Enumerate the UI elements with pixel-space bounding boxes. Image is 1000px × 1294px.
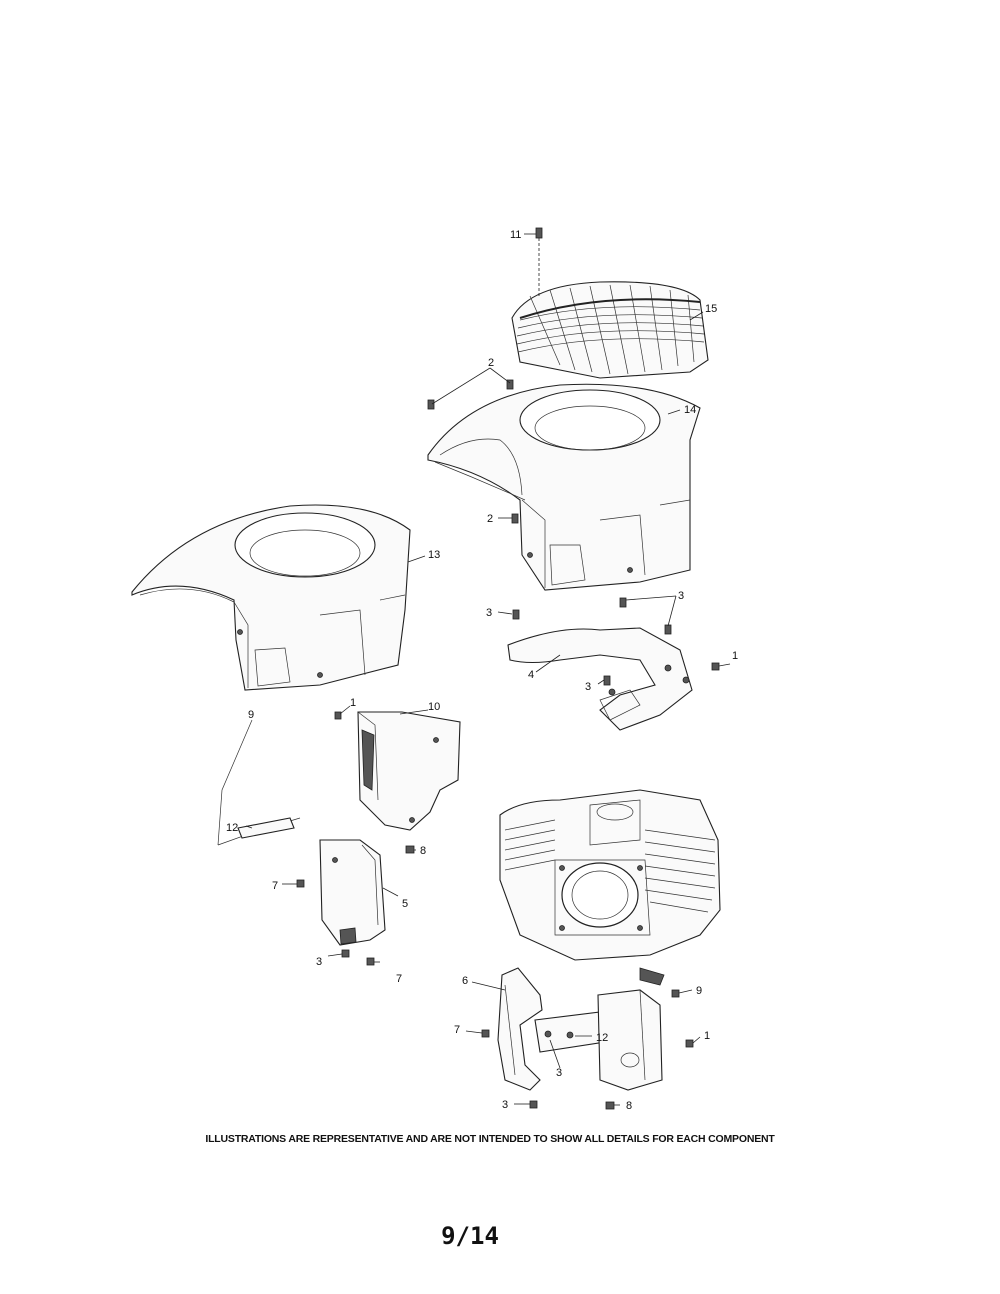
callout-8: 8 <box>626 1100 632 1112</box>
part-3-7-8-9-nuts-right <box>481 989 694 1110</box>
callout-3: 3 <box>585 681 591 693</box>
callout-12: 12 <box>596 1032 608 1044</box>
part-6-baffle <box>497 967 543 1091</box>
page-number: 9/14 <box>441 1222 499 1250</box>
callout-1: 1 <box>732 650 738 662</box>
part-14-blower-housing <box>427 383 701 591</box>
part-12-clip-left <box>237 817 295 839</box>
callout-10: 10 <box>428 701 440 713</box>
callout-3: 3 <box>678 590 684 602</box>
part-7-8-nuts-left <box>296 845 415 966</box>
callout-4: 4 <box>528 669 534 681</box>
disclaimer-text: ILLUSTRATIONS ARE REPRESENTATIVE AND ARE… <box>205 1133 775 1145</box>
callout-7: 7 <box>272 880 278 892</box>
callout-13: 13 <box>428 549 440 561</box>
callout-5: 5 <box>402 898 408 910</box>
callout-2: 2 <box>488 357 494 369</box>
callout-7: 7 <box>454 1024 460 1036</box>
callout-3: 3 <box>556 1067 562 1079</box>
callout-3: 3 <box>486 607 492 619</box>
callout-12: 12 <box>226 822 238 834</box>
engine-cylinder-block <box>499 789 721 961</box>
part-3-screws-upper <box>512 597 720 686</box>
part-1-screw-left <box>334 711 342 720</box>
callout-11: 11 <box>510 229 521 241</box>
callout-8: 8 <box>420 845 426 857</box>
callout-9: 9 <box>696 985 702 997</box>
part-13-blower-housing <box>131 504 411 691</box>
callout-1: 1 <box>350 697 356 709</box>
part-11-screw <box>535 227 543 296</box>
callout-6: 6 <box>462 975 468 987</box>
callout-3: 3 <box>316 956 322 968</box>
callout-2: 2 <box>487 513 493 525</box>
callout-1: 1 <box>704 1030 710 1042</box>
part-2-screws <box>427 379 519 524</box>
part-4-bracket <box>507 627 693 731</box>
callout-3: 3 <box>502 1099 508 1111</box>
part-12-clip-right <box>534 1011 606 1053</box>
callout-14: 14 <box>684 404 696 416</box>
callout-7: 7 <box>396 973 402 985</box>
part-1-baffle-right <box>597 967 665 1091</box>
callout-9: 9 <box>248 709 254 721</box>
leader-lines <box>245 233 731 1106</box>
callout-labels: 11 15 2 14 2 13 3 3 4 1 3 1 10 9 12 8 7 … <box>226 229 738 1112</box>
part-15-blower-screen <box>511 281 709 379</box>
callout-15: 15 <box>705 303 717 315</box>
part-5-baffle <box>319 839 386 946</box>
part-10-baffle <box>357 711 461 831</box>
